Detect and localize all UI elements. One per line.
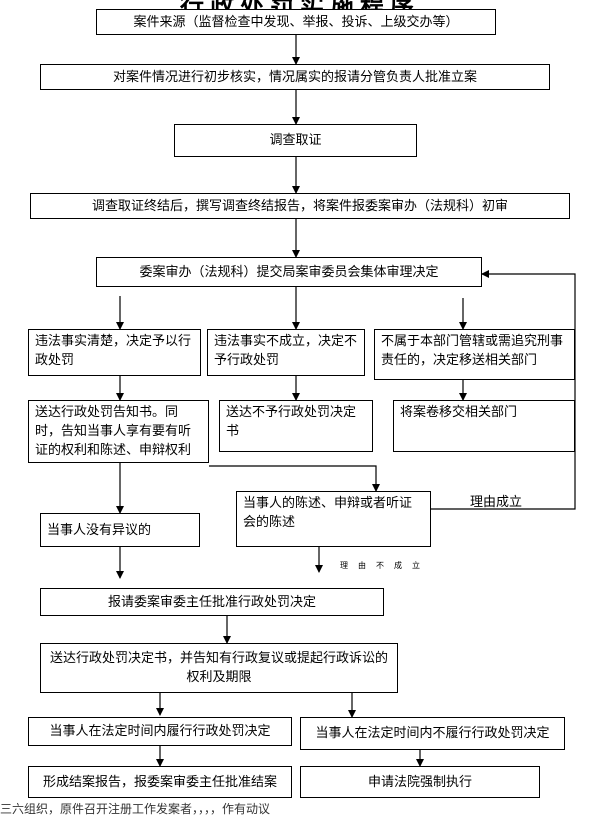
step-no-objection: 当事人没有异议的 (40, 513, 200, 547)
step-initial-verification: 对案件情况进行初步核实，情况属实的报请分管负责人批准立案 (40, 64, 550, 90)
step-fulfilled: 当事人在法定时间内履行行政处罚决定 (28, 717, 292, 746)
label-reason-invalid: 理由不成立 (340, 561, 430, 570)
step-transfer-files: 将案卷移交相关部门 (393, 400, 575, 452)
step-decision-delivery: 送达行政处罚决定书，并告知有行政复议或提起行政诉讼的权利及期限 (40, 643, 398, 693)
step-investigation-report: 调查取证终结后，撰写调查终结报告，将案件报委案审办（法规科）初审 (30, 193, 570, 219)
footer-note: 三六组织，原件召开注册工作发案者，，，，作有动议 (0, 802, 271, 816)
step-investigation: 调查取证 (174, 124, 417, 157)
step-case-closure: 形成结案报告，报委案审委主任批准结案 (28, 766, 292, 798)
step-director-approval: 报请委案审委主任批准行政处罚决定 (40, 588, 384, 616)
step-committee-review: 委案审办（法规科）提交局案审委员会集体审理决定 (96, 257, 482, 287)
step-notice-delivery: 送达行政处罚告知书。同时，告知当事人享有要有听证的权利和陈述、申辩权利 (28, 400, 209, 463)
step-statement-hearing: 当事人的陈述、申辩或者听证会的陈述 (236, 491, 431, 547)
label-reason-valid: 理由成立 (470, 495, 523, 510)
step-case-source: 案件来源（监督检查中发现、举报、投诉、上级交办等） (96, 9, 496, 35)
step-court-enforcement: 申请法院强制执行 (300, 766, 540, 798)
decision-transfer: 不属于本部门管辖或需追究刑事责任的，决定移送相关部门 (374, 329, 575, 380)
decision-penalty: 违法事实清楚，决定予以行政处罚 (28, 329, 201, 376)
decision-no-penalty: 违法事实不成立，决定不予行政处罚 (207, 329, 365, 376)
step-not-fulfilled: 当事人在法定时间内不履行行政处罚决定 (300, 717, 565, 750)
step-no-penalty-decision: 送达不予行政处罚决定书 (219, 400, 373, 452)
